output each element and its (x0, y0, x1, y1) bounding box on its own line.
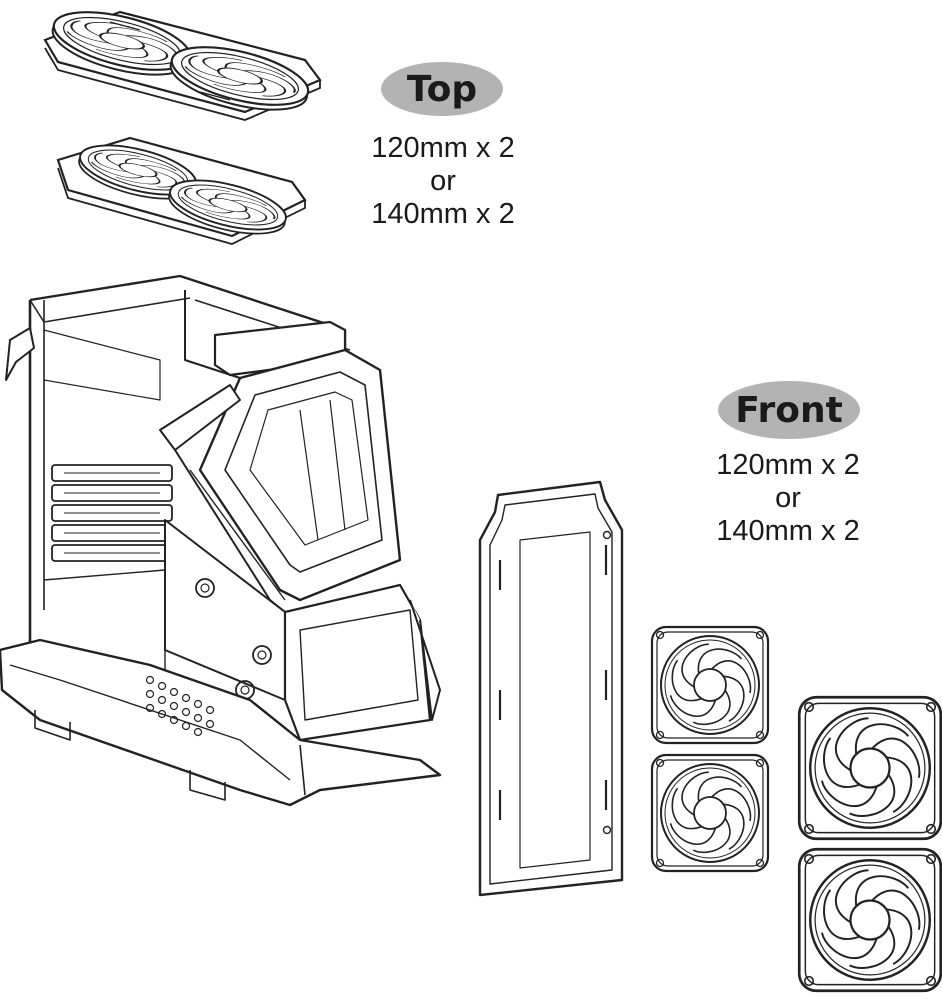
front-spec-separator: or (775, 482, 801, 514)
front-spec-option-a: 120mm x 2 (716, 449, 860, 481)
top-fan-pair-upper (43, 1, 322, 121)
front-fan-bracket (478, 480, 624, 897)
top-fan-pair-lower (56, 136, 307, 245)
front-label-text: Front (735, 389, 843, 431)
top-spec-separator: or (430, 165, 456, 197)
front-fan-pair-120 (652, 627, 768, 871)
front-fan-spec: 120mm x 2 or 140mm x 2 (685, 449, 891, 548)
front-label-badge: Front (718, 381, 860, 439)
top-spec-option-a: 120mm x 2 (371, 132, 515, 164)
top-label-badge: Top (381, 62, 503, 116)
top-spec-option-b: 140mm x 2 (371, 198, 515, 230)
front-spec-option-b: 140mm x 2 (716, 515, 860, 547)
top-fan-spec: 120mm x 2 or 140mm x 2 (340, 132, 546, 231)
top-label-text: Top (406, 68, 478, 110)
front-fan-pair-140 (799, 697, 941, 991)
chassis (0, 274, 442, 807)
